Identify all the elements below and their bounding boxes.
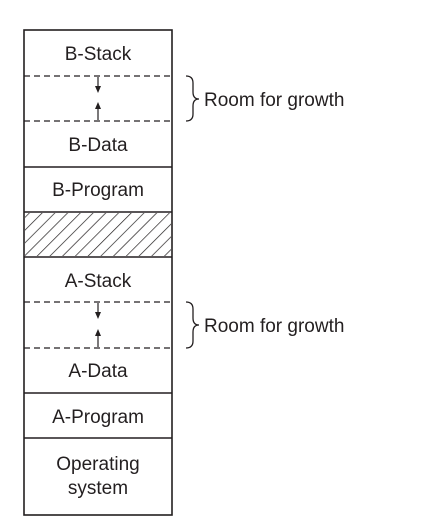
a-room-for-growth-label: Room for growth	[204, 316, 344, 337]
a-stack-label: A-Stack	[65, 271, 132, 292]
b-data-label: B-Data	[68, 135, 128, 156]
a-data-up-arrow-icon	[95, 329, 101, 347]
os-label-line1: Operating	[56, 454, 139, 475]
b-data-up-arrow-icon	[95, 102, 101, 120]
a-growth-brace-icon	[185, 301, 200, 349]
b-program-label: B-Program	[52, 180, 144, 201]
a-program-label: A-Program	[52, 407, 144, 428]
b-stack-down-arrow-icon	[95, 77, 101, 93]
b-stack-label: B-Stack	[65, 44, 132, 65]
b-room-for-growth-label: Room for growth	[204, 90, 344, 111]
unused-memory-hatch	[25, 213, 171, 256]
b-growth-brace-icon	[185, 75, 200, 122]
a-data-label: A-Data	[68, 361, 128, 382]
a-stack-down-arrow-icon	[95, 303, 101, 319]
os-label-line2: system	[68, 478, 128, 499]
